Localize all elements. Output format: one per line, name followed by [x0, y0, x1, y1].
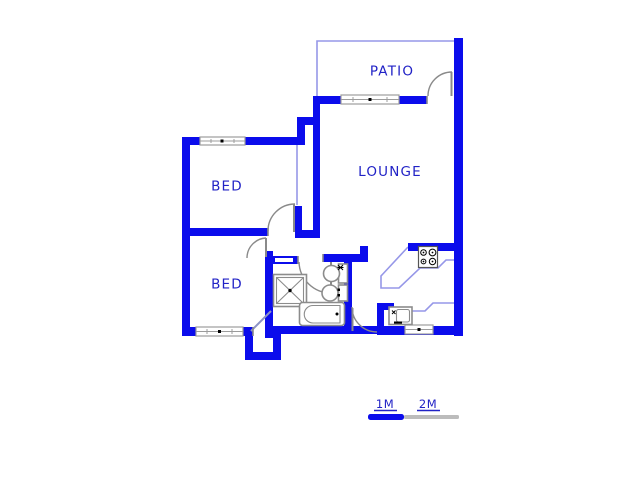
- thin-lines: [296, 40, 456, 312]
- wall: [295, 230, 318, 238]
- bed1-door: [267, 203, 296, 236]
- kitchen-sink-counter-line: [412, 302, 454, 312]
- wall: [182, 137, 190, 336]
- stove: [417, 245, 439, 269]
- scale-bar-1m-segment: [368, 414, 404, 420]
- kitchen-passage-door: [351, 306, 378, 333]
- lounge-window: [340, 94, 400, 105]
- wall: [454, 38, 463, 336]
- bed1-window: [199, 136, 246, 146]
- patio-boundary-line: [316, 40, 456, 96]
- fixtures: [272, 245, 439, 327]
- bed2-door: [246, 237, 267, 259]
- wall: [377, 303, 394, 310]
- scale-bar: 1M 2M: [368, 397, 459, 420]
- wall-recess: [275, 258, 293, 262]
- patio-door: [426, 71, 453, 104]
- basin: [321, 284, 349, 302]
- lounge-label: LOUNGE: [358, 164, 422, 180]
- windows: [195, 94, 434, 337]
- wall: [273, 327, 281, 360]
- wall: [245, 327, 253, 360]
- bed1-label: BED: [211, 179, 243, 195]
- wall: [313, 96, 320, 238]
- scale-bar-2m-segment: [404, 415, 459, 419]
- patio-label: PATIO: [370, 64, 414, 80]
- wall: [182, 228, 268, 236]
- wall: [265, 326, 377, 334]
- wall: [265, 251, 273, 338]
- wall: [377, 303, 384, 334]
- wall: [360, 246, 368, 262]
- bed2-window: [195, 326, 244, 337]
- bathtub: [298, 301, 346, 327]
- room-labels: PATIO LOUNGE BED BED: [211, 64, 422, 293]
- kitchen-sink: [388, 306, 413, 326]
- toilet: [322, 263, 349, 284]
- scale-1m-label: 1M: [376, 397, 394, 411]
- wall: [297, 117, 305, 145]
- kitchen-window: [404, 324, 434, 335]
- wall: [245, 352, 281, 360]
- wall: [295, 206, 302, 238]
- scale-2m-label: 2M: [419, 397, 437, 411]
- entry-door: [250, 310, 272, 336]
- bed2-label: BED: [211, 277, 243, 293]
- kitchen-counter-line: [380, 246, 454, 289]
- wall: [297, 117, 320, 125]
- shower: [272, 273, 308, 308]
